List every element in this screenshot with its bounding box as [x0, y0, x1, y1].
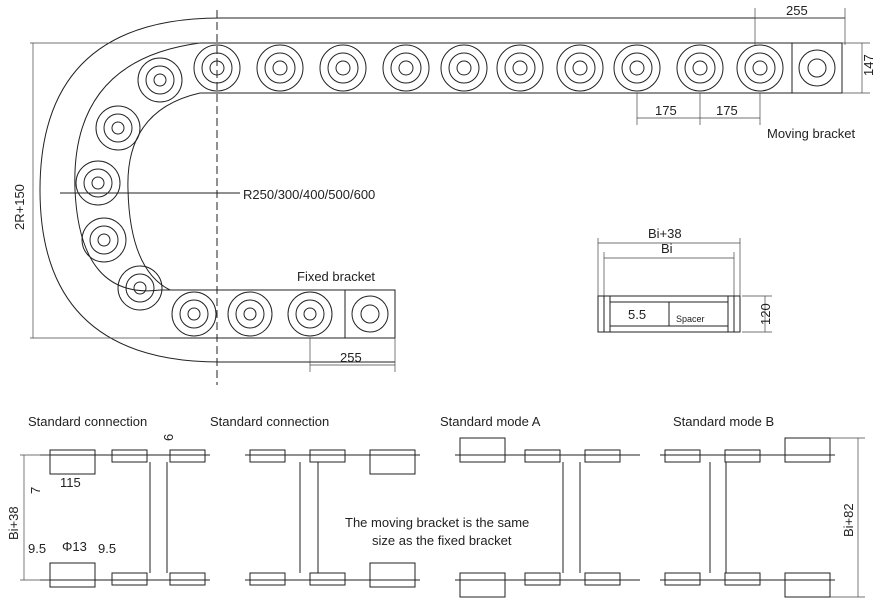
section-inner-width: Bi — [661, 241, 673, 256]
dim-9-5-left: 9.5 — [28, 541, 46, 556]
view-standard-mode-b — [660, 437, 865, 598]
roller — [556, 44, 604, 92]
roller — [440, 44, 488, 92]
lower-links — [171, 291, 333, 337]
moving-bracket-shape — [791, 42, 843, 94]
note-line-2: size as the fixed bracket — [372, 533, 512, 548]
note-line-1: The moving bracket is the same — [345, 515, 529, 530]
section-dim-5-5: 5.5 — [628, 307, 646, 322]
roller — [319, 44, 367, 92]
dim-175-right: 175 — [716, 103, 738, 118]
view-standard-mode-a — [455, 437, 640, 598]
chain-outline — [39, 17, 845, 363]
roller — [193, 44, 241, 92]
section-height: 120 — [758, 303, 773, 325]
dim-9-5-right: 9.5 — [98, 541, 116, 556]
roller — [613, 44, 661, 92]
dim-phi-13: Φ13 — [62, 539, 87, 554]
dim-7: 7 — [28, 487, 43, 494]
title-standard-connection-2: Standard connection — [210, 414, 329, 429]
title-standard-connection-1: Standard connection — [28, 414, 147, 429]
dim-147: 147 — [861, 54, 876, 76]
roller — [382, 44, 430, 92]
height-label: 2R+150 — [12, 184, 27, 230]
section-outer-width: Bi+38 — [648, 226, 682, 241]
fixed-bracket-label: Fixed bracket — [297, 269, 375, 284]
view-standard-connection-1 — [20, 449, 210, 588]
main-dimensions — [30, 8, 870, 372]
roller — [496, 44, 544, 92]
dim-bi-82: Bi+82 — [841, 503, 856, 537]
dim-175-left: 175 — [655, 103, 677, 118]
section-spacer-label: Spacer — [676, 314, 705, 324]
centerlines — [60, 10, 240, 385]
roller — [256, 44, 304, 92]
section-view — [597, 238, 772, 333]
dim-6: 6 — [161, 434, 176, 441]
dim-bottom-255: 255 — [340, 350, 362, 365]
upper-links — [193, 44, 784, 92]
moving-bracket-label: Moving bracket — [767, 126, 856, 141]
dim-bi-38: Bi+38 — [6, 506, 21, 540]
roller — [736, 44, 784, 92]
title-standard-mode-a: Standard mode A — [440, 414, 541, 429]
fixed-bracket-shape — [344, 289, 396, 339]
dim-top-255: 255 — [786, 3, 808, 18]
view-standard-connection-2 — [245, 449, 420, 588]
dim-115: 115 — [60, 475, 81, 490]
roller — [676, 44, 724, 92]
radius-label: R250/300/400/500/600 — [243, 187, 375, 202]
curve-links — [75, 57, 183, 311]
title-standard-mode-b: Standard mode B — [673, 414, 774, 429]
